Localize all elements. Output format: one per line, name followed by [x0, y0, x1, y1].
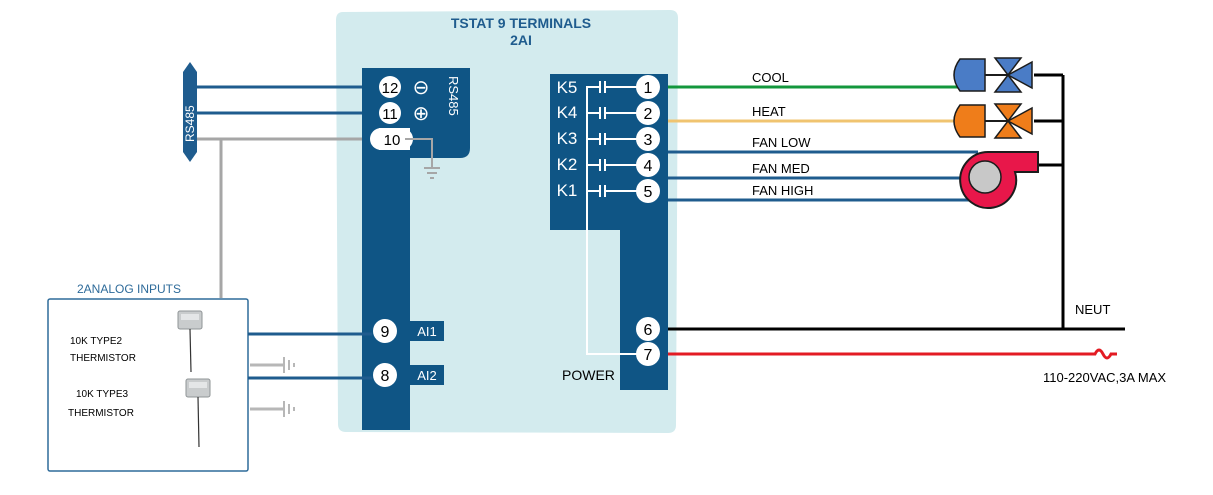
label-neutral: NEUT	[1075, 302, 1110, 317]
heating-valve-icon	[953, 103, 1033, 139]
terminal-3: 3	[636, 127, 660, 151]
relay-k4-label: K4	[557, 103, 578, 122]
wire-power-line	[668, 348, 1117, 360]
relay-k3-label: K3	[557, 129, 578, 148]
terminal-9: 9	[373, 319, 397, 343]
relay-k5: K5	[557, 78, 640, 97]
label-power: POWER	[562, 367, 615, 383]
plus-symbol: ⊕	[413, 103, 430, 125]
label-cool: COOL	[752, 70, 789, 85]
relay-k3: K3	[557, 129, 640, 148]
sensor2-type: 10K TYPE3	[76, 389, 129, 400]
ground-icon	[283, 401, 295, 417]
ground-icon	[424, 167, 440, 179]
terminal-5-number: 5	[644, 184, 653, 201]
terminal-2: 2	[636, 101, 660, 125]
sensor1-kind: THERMISTOR	[70, 353, 136, 364]
terminal-8-number: 8	[381, 368, 390, 385]
analog-inputs-title: 2ANALOG INPUTS	[77, 282, 181, 296]
terminal-6-number: 6	[644, 322, 653, 339]
gnd-wire-10	[405, 138, 433, 168]
cooling-valve-icon	[953, 57, 1033, 93]
terminal-8: 8	[373, 363, 397, 387]
terminal-10-number: 10	[384, 132, 401, 149]
label-supply: 110-220VAC,3A MAX	[1043, 370, 1166, 385]
rs485-bus-label: RS485	[183, 105, 197, 142]
ai2-label: AI2	[417, 368, 437, 383]
label-fan-high: FAN HIGH	[752, 183, 813, 198]
terminal-12: 12	[379, 76, 401, 98]
terminal-1: 1	[636, 75, 660, 99]
terminal-7: 7	[636, 342, 660, 366]
terminal-7-number: 7	[644, 347, 653, 364]
terminal-11-number: 11	[382, 106, 398, 123]
label-fan-med: FAN MED	[752, 161, 810, 176]
relay-k1-label: K1	[557, 181, 578, 200]
terminal-4: 4	[636, 153, 660, 177]
terminal-5: 5	[636, 179, 660, 203]
thermistor-sensor-icon	[185, 378, 211, 448]
ground-icon	[283, 357, 295, 373]
sensor2-kind: THERMISTOR	[68, 408, 134, 419]
ai2-tag	[402, 365, 444, 385]
terminal-10: 10	[370, 128, 413, 150]
relay-k1: K1	[557, 181, 640, 200]
ai1-label: AI1	[417, 324, 437, 339]
fan-icon	[959, 151, 1039, 209]
thermistor-sensor-icon	[177, 310, 203, 373]
terminal-3-number: 3	[644, 132, 653, 149]
label-heat: HEAT	[752, 104, 786, 119]
terminal-12-number: 12	[382, 80, 399, 97]
rs485-block-label: RS485	[446, 76, 461, 116]
terminal-4-number: 4	[644, 158, 653, 175]
relay-k5-label: K5	[557, 78, 578, 97]
sensor1-type: 10K TYPE2	[70, 336, 123, 347]
panel-title-line1: TSTAT 9 TERMINALS	[451, 15, 591, 31]
relay-k2-label: K2	[557, 155, 578, 174]
terminal-6: 6	[636, 317, 660, 341]
analog-inputs-box	[47, 298, 249, 472]
ai1-tag	[402, 321, 444, 341]
relay-k2: K2	[557, 155, 640, 174]
terminal-1-number: 1	[644, 80, 653, 97]
terminal-11: 11	[379, 102, 401, 124]
relay-k4: K4	[557, 103, 640, 122]
terminal-2-number: 2	[644, 106, 653, 123]
panel-title-line2: 2AI	[510, 32, 532, 48]
label-fan-low: FAN LOW	[752, 135, 811, 150]
rs485-bus-bar	[183, 62, 197, 162]
relay-block	[550, 74, 620, 230]
minus-symbol: ⊖	[413, 77, 430, 99]
terminal-9-number: 9	[381, 324, 390, 341]
